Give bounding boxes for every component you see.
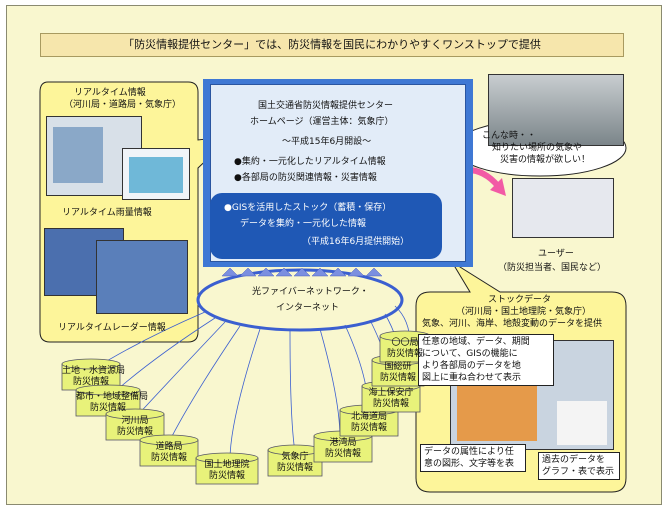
agency-coast-guard: 海上保安庁防災情報 <box>368 388 414 409</box>
agency-urban: 都市・地域整備局防災情報 <box>76 392 149 413</box>
center-bullet-disaster: ●各部局の防災関連情報・災害情報 <box>234 173 377 183</box>
agency-gsi: 国土地理院防災情報 <box>204 460 250 481</box>
stock-sub: （河川局・国土地理院・気象庁） <box>456 307 592 317</box>
agency-cylinders <box>61 330 431 485</box>
center-title: 国土交通省防災情報提供センター <box>258 101 394 111</box>
network-ellipse <box>196 268 404 332</box>
agency-river: 河川局防災情報 <box>116 416 153 437</box>
radar-screenshot-2 <box>96 240 188 314</box>
stock-info-box <box>210 193 442 259</box>
gis-graph-image <box>557 401 607 445</box>
user-label: ユーザー <box>538 249 574 259</box>
agency-road: 道路局防災情報 <box>150 442 187 463</box>
network-label-1: 光ファイバーネットワーク・ <box>252 287 369 297</box>
agency-other: 〇〇局防災情報 <box>386 338 423 359</box>
flood-photo <box>488 74 624 146</box>
rain-graph-image <box>129 157 183 193</box>
user-bubble-2: 知りたい場所の気象や <box>492 143 583 153</box>
users-illustration <box>512 178 614 238</box>
callout-history-1: 過去のデータを <box>542 455 606 465</box>
user-bubble-3: 災害の情報が欲しい！ <box>500 155 591 165</box>
agency-port: 港湾局防災情報 <box>324 438 361 459</box>
callout-history: 過去のデータを グラフ・表で表示 <box>538 452 620 480</box>
stock-line-1: ●GISを活用したストック（蓄積・保存） <box>224 203 392 213</box>
center-homepage: ホームページ（運営主体：気象庁） <box>250 117 394 127</box>
network-label-2: インターネット <box>276 303 340 313</box>
center-bullet-realtime: ●集約・一元化したリアルタイム情報 <box>234 157 386 167</box>
rain-graph-screenshot <box>122 148 190 200</box>
callout-gis-1: 任意の地域、データ、期間 <box>422 337 530 347</box>
callout-attr-2: 意の図形、文字等を表 <box>424 459 515 469</box>
center-opened: ～平成15年6月開設～ <box>282 137 372 147</box>
radar-label: リアルタイムレーダー情報 <box>58 323 166 333</box>
stock-line-3: （平成16年6月提供開始） <box>302 237 410 247</box>
callout-gis-2: について、GISの機能に <box>422 349 518 359</box>
stock-line-2: データを集約・一元化した情報 <box>240 219 367 229</box>
agency-jma: 気象庁防災情報 <box>276 452 313 473</box>
rain-map-image <box>53 127 103 183</box>
callout-gis-4: 図上に重ね合わせて表示 <box>422 373 522 383</box>
upload-arrows <box>221 267 383 277</box>
callout-gis: 任意の地域、データ、期間 について、GISの機能に より各部局のデータを地 図上… <box>418 334 554 386</box>
banner-title: 「防災情報提供センター」では、防災情報を国民にわかりやすくワンストップで提供 <box>40 33 624 57</box>
realtime-title: リアルタイム情報 <box>74 88 146 98</box>
agency-nilim: 国総研防災情報 <box>379 362 416 383</box>
stock-title: ストックデータ <box>488 295 552 305</box>
callout-attributes: データの属性により任 意の図形、文字等を表 <box>420 444 526 472</box>
user-bubble-1: こんな時・・ <box>482 131 537 141</box>
callout-gis-3: より各部局のデータを地 <box>422 361 521 371</box>
agency-land-water: 土地・水資源局防災情報 <box>62 366 126 387</box>
agency-hokkaido: 北海道局防災情報 <box>350 412 387 433</box>
pink-arrowhead <box>490 178 506 196</box>
callout-history-2: グラフ・表で表示 <box>542 467 615 477</box>
user-sub: （防災担当者、国民など） <box>498 263 607 273</box>
realtime-sub: （河川局・道路局・気象庁） <box>64 100 182 110</box>
callout-attr-1: データの属性により任 <box>424 447 514 457</box>
rain-label: リアルタイム雨量情報 <box>62 208 152 218</box>
stock-desc: 気象、河川、海岸、地殻変動のデータを提供 <box>422 319 603 329</box>
